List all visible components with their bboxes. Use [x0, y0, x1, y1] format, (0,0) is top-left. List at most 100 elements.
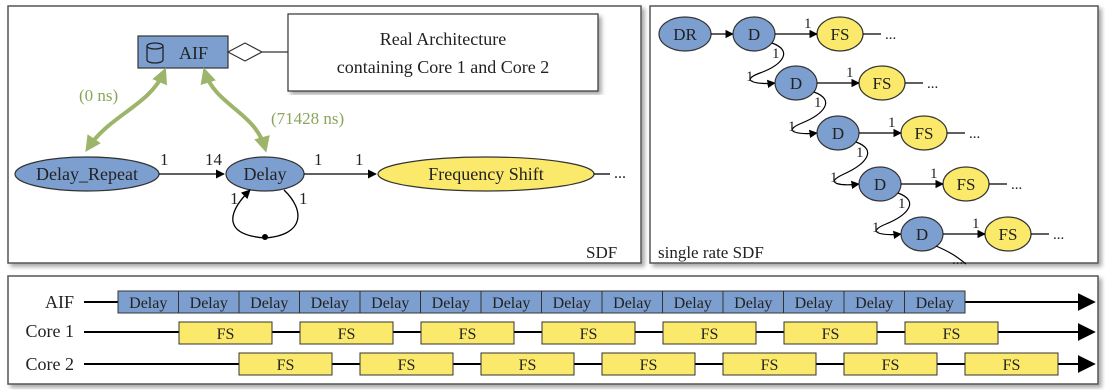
- sr-rate-label: 1: [830, 170, 838, 186]
- sr-node-d-label: D: [790, 74, 802, 93]
- core1-fs-block: [904, 321, 999, 345]
- sdf-ellipsis: ...: [614, 165, 626, 182]
- aif-delay-block-label: Delay: [129, 295, 167, 312]
- node-delay-label: Delay: [244, 164, 287, 184]
- aif-delay-block-label: Delay: [250, 295, 288, 312]
- row-label-aif: AIF: [45, 292, 74, 312]
- sr-rate-label: 1: [872, 220, 880, 236]
- aif-delay-block-label: Delay: [553, 295, 591, 312]
- sr-rate-label: 1: [856, 145, 864, 161]
- sr-node-fs-label: FS: [957, 175, 976, 194]
- sr-ellipsis: ...: [1053, 227, 1064, 243]
- core2-fs-block-label: FS: [761, 357, 779, 374]
- core2-fs-block: [722, 352, 817, 376]
- core1-fs-block: [420, 321, 515, 345]
- aif-delay-block-label: Delay: [311, 295, 349, 312]
- sdf-panel-label: SDF: [586, 243, 617, 262]
- database-icon: [146, 42, 164, 64]
- mapping-link-delay: [200, 67, 270, 153]
- sr-node-fs-label: FS: [999, 225, 1018, 244]
- sr-edge-d-to-d: [833, 141, 869, 190]
- sr-node-fs-label: FS: [831, 25, 850, 44]
- core2-fs-block-label: FS: [277, 357, 295, 374]
- mapping-time-right: (71428 ns): [271, 109, 344, 128]
- core1-fs-block: [299, 321, 394, 345]
- core1-fs-block: [783, 321, 878, 345]
- core1-fs-block-label: FS: [701, 326, 719, 343]
- node-delay-repeat-label: Delay_Repeat: [36, 164, 138, 184]
- sr-ellipsis-vertical: ...: [952, 252, 963, 268]
- rate-loop-right: 1: [299, 189, 308, 208]
- mapping-link-delay-repeat: [85, 67, 167, 152]
- srsdf-panel-frame: [649, 5, 1099, 264]
- sdf-panel: SDF AIF Real Architecture containing Cor…: [7, 5, 642, 264]
- aif-delay-block-label: Delay: [795, 295, 833, 312]
- sr-rate-label: 1: [804, 16, 812, 32]
- rate-delay-in: 14: [205, 150, 223, 169]
- sr-ellipsis: ...: [927, 76, 938, 92]
- core2-fs-block: [601, 352, 696, 376]
- aif-delay-block-label: Delay: [916, 295, 954, 312]
- sr-rate-label: 1: [746, 69, 754, 85]
- sr-edge-d-to-d: [749, 42, 785, 89]
- core1-fs-block-label: FS: [822, 326, 840, 343]
- core1-fs-block: [541, 321, 636, 345]
- core2-fs-block: [964, 352, 1059, 376]
- core1-fs-block-label: FS: [580, 326, 598, 343]
- node-frequency-shift-label: Frequency Shift: [428, 164, 543, 184]
- aif-delay-block-label: Delay: [492, 295, 530, 312]
- rate-dr-out: 1: [160, 150, 169, 169]
- aif-delay-block-label: Delay: [432, 295, 470, 312]
- aif-label: AIF: [179, 43, 208, 63]
- core1-fs-block: [662, 321, 757, 345]
- sr-edge-d-tail: [935, 245, 967, 265]
- core2-fs-block: [238, 352, 333, 376]
- rate-delay-out: 1: [314, 150, 323, 169]
- aif-delay-block-label: Delay: [190, 295, 228, 312]
- row-label-core2: Core 2: [26, 354, 75, 374]
- core2-fs-block-label: FS: [519, 357, 537, 374]
- rate-loop-left: 1: [230, 189, 239, 208]
- sr-edge-d-to-d: [791, 91, 827, 139]
- sr-rate-label: 1: [846, 65, 854, 81]
- architecture-text-line2: containing Core 1 and Core 2: [337, 57, 549, 77]
- sr-ellipsis: ...: [969, 126, 980, 142]
- aif-delay-block-label: Delay: [855, 295, 893, 312]
- aif-delay-block-label: Delay: [613, 295, 651, 312]
- timeline-blocks: Delay Delay Delay Delay Delay Delay Delay Delay…: [117, 290, 1059, 376]
- sr-rate-label: 1: [930, 166, 938, 182]
- sr-rate-label: 1: [814, 95, 822, 111]
- aif-delay-block-label: Delay: [674, 295, 712, 312]
- core2-fs-block: [480, 352, 575, 376]
- core1-fs-block-label: FS: [943, 326, 961, 343]
- rate-fs-in: 1: [355, 150, 364, 169]
- aif-delay-block: [904, 290, 966, 314]
- sr-rate-label: 1: [772, 46, 780, 62]
- initial-token: [262, 234, 268, 240]
- core2-fs-block-label: FS: [882, 357, 900, 374]
- architecture-text-line1: Real Architecture: [380, 29, 506, 49]
- row-label-core1: Core 1: [26, 321, 75, 341]
- sr-edge-d-to-d: [875, 192, 911, 240]
- core1-fs-block-label: FS: [338, 326, 356, 343]
- sr-node-dr-label: DR: [673, 25, 697, 44]
- core1-fs-block-label: FS: [459, 326, 477, 343]
- core1-fs-block: [178, 321, 273, 345]
- aif-delay-block-label: Delay: [371, 295, 409, 312]
- sr-node-d-label: D: [874, 175, 886, 194]
- aif-delay-block-label: Delay: [734, 295, 772, 312]
- architecture-box: [287, 13, 599, 92]
- sr-ellipsis: ...: [885, 27, 896, 43]
- core2-fs-block-label: FS: [1003, 357, 1021, 374]
- sr-rate-label: 1: [788, 119, 796, 135]
- sr-rate-label: 1: [972, 216, 980, 232]
- mapping-time-left: (0 ns): [79, 86, 118, 105]
- sr-ellipsis: ...: [1011, 177, 1022, 193]
- sr-rate-label: 1: [888, 115, 896, 131]
- core2-fs-block-label: FS: [398, 357, 416, 374]
- core2-fs-block: [359, 352, 454, 376]
